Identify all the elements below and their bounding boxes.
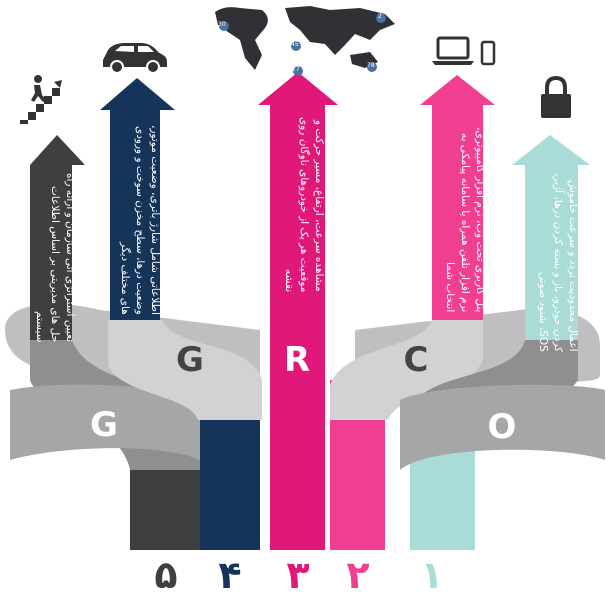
arrow-col-2 [420,75,495,330]
col-5-text: تعیین استراتژی آتی سازمان و ارائه راه حل… [34,172,76,342]
letter-col-4: G [176,340,204,380]
number-col-4: ۴ [218,553,242,597]
letter-col-1: O [487,407,517,447]
stairs-climber-icon [20,75,62,124]
map-label-78: 78 [367,62,375,69]
col-2-text: پنل کاربری تحت وب، نرم افزار کامپیوتری، … [444,126,486,312]
arrow-col-5 [30,135,85,360]
map-label-30: 30 [218,21,226,28]
ribbon-col-2 [330,320,483,420]
number-col-1: ۱ [420,553,444,597]
number-col-5: ۵ [154,553,178,597]
col-1-text: اعمال محدودیت تردد و سرعت خاموش کردن خود… [537,172,579,352]
map-label-2: 2 [378,13,382,20]
number-col-2: ۲ [346,553,370,597]
map-label-27: 27 [292,66,300,73]
col-4-text: اطلاعاتی شامل شارژ باتری، وضعیت موتور، و… [119,125,161,315]
ribbon-col-4 [108,320,262,420]
arrow-col-4 [100,78,175,330]
arrow-col-3 [258,72,338,550]
lock-icon [541,75,571,118]
map-label-45: 45 [291,41,299,48]
letter-col-3: R [283,340,311,380]
map-label-54: 54 [258,44,266,51]
letter-col-2: C [403,340,429,380]
number-col-3: ۳ [286,553,310,597]
ribbon-col-1-band [400,384,605,470]
world-map-icon [215,6,395,76]
letter-col-5: G [90,405,118,445]
col-3-text: مشاهده سرعت، ارتفاع، مسیر حرکت و موقعیت … [283,116,325,292]
ribbon-col-5-band [10,384,215,470]
arrow-col-1 [512,135,590,360]
laptop-phone-icon [432,36,496,66]
car-icon [103,43,167,74]
map-label-36: 36 [346,42,354,49]
